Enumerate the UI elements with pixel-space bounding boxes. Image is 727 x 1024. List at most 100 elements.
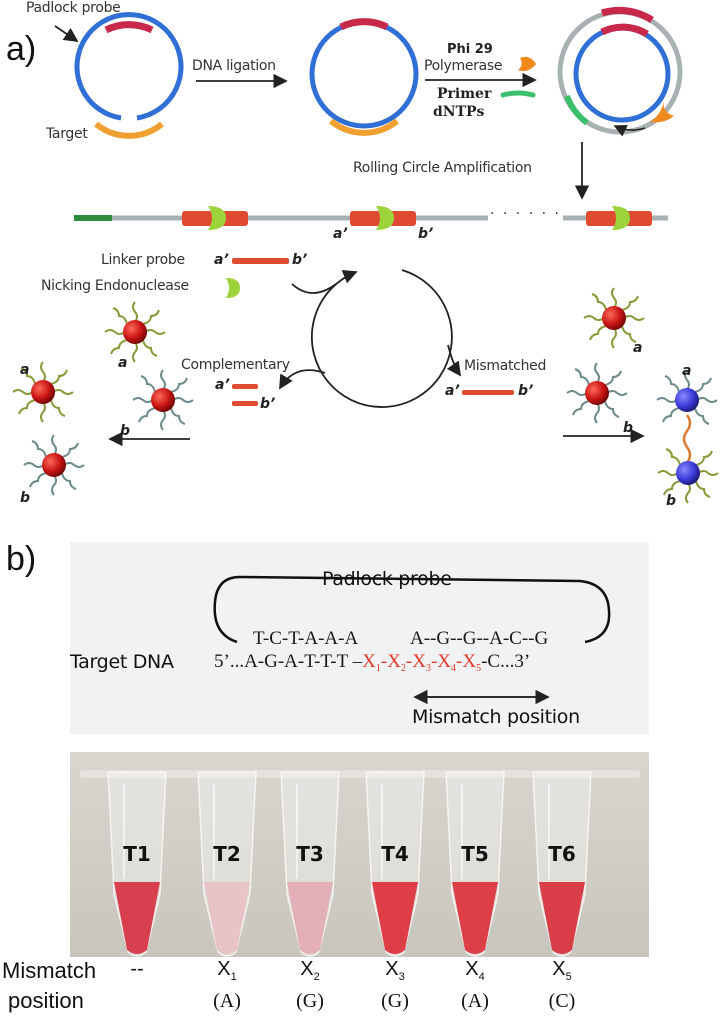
repeat-ellipsis: · · · · · · bbox=[490, 206, 561, 222]
aggregate-a-label: a bbox=[682, 363, 692, 379]
linker-b-prime-label: b’ bbox=[292, 252, 308, 268]
mismatch-position-value: X3 bbox=[385, 958, 405, 983]
cycle-diagram bbox=[279, 269, 462, 408]
mismatch-base-value: (G) bbox=[381, 990, 409, 1012]
tube-body bbox=[107, 771, 167, 957]
aggregate-b-label: b bbox=[666, 493, 677, 509]
tube-label: T6 bbox=[548, 842, 576, 866]
tube-t4: T4 bbox=[360, 764, 430, 957]
panel-b-label: b) bbox=[6, 540, 37, 578]
padlock-pointer-arrow bbox=[54, 25, 79, 43]
linker-a-prime-label: a’ bbox=[214, 252, 229, 268]
target-strand bbox=[94, 121, 164, 139]
mismatch-x2: X2 bbox=[387, 651, 406, 674]
tube-label: T4 bbox=[381, 842, 409, 866]
mismatch-x3: X3 bbox=[412, 651, 431, 674]
au-nanoparticle-a bbox=[104, 301, 166, 363]
mismatch-position-value: X4 bbox=[465, 958, 485, 983]
sequence-schematic bbox=[213, 575, 611, 705]
au-nanoparticle-b bbox=[132, 369, 194, 431]
tube-body bbox=[280, 771, 340, 957]
padlock-probe-loop bbox=[213, 575, 611, 644]
padlock-probe-label: Padlock probe bbox=[26, 0, 121, 16]
rca-circle bbox=[557, 6, 683, 137]
sequence-box bbox=[70, 542, 649, 734]
target-seq-left: 5’...A-G-A-T-T-T – bbox=[214, 651, 363, 672]
tube-liquid bbox=[539, 882, 585, 954]
mismatch-row-label-2: position bbox=[8, 988, 84, 1013]
probe-seq-left: T-C-T-A-A-A bbox=[253, 628, 359, 649]
mismatched-linker-bar bbox=[462, 390, 514, 395]
au-nanoparticle-a-right bbox=[583, 287, 645, 349]
padlock-probe-b-label: Padlock probe bbox=[322, 568, 452, 590]
tube-photo: T1 T2 T3 T4 T5 T6 bbox=[70, 752, 649, 957]
mismatch-base-value: (A) bbox=[461, 990, 489, 1012]
complementary-label: Complementary bbox=[181, 357, 290, 373]
tube-liquid bbox=[287, 882, 333, 954]
site-b-prime-label: b’ bbox=[418, 226, 434, 242]
nicking-endonuclease-icon bbox=[612, 206, 630, 230]
au-nanoparticle-b-right bbox=[566, 362, 628, 424]
mismatch-base-value: (C) bbox=[548, 990, 576, 1012]
tube-t6: T6 bbox=[527, 764, 597, 957]
fragment-b-prime bbox=[232, 401, 258, 406]
linker-probe-label: Linker probe bbox=[101, 252, 185, 268]
tube-t5: T5 bbox=[440, 764, 510, 957]
polymerase-label: Polymerase bbox=[424, 58, 503, 74]
mismatch-position-value: X5 bbox=[552, 958, 572, 983]
nicking-endonuclease-icon bbox=[208, 206, 226, 230]
frag-a-prime-label: a’ bbox=[215, 377, 230, 393]
target-sequence: 5’...A-G-A-T-T-T –X1-X2-X3-X4-X5-C...3’ bbox=[214, 651, 531, 674]
tube-t3: T3 bbox=[275, 764, 345, 957]
tube-label: T5 bbox=[461, 842, 489, 866]
ligated-padlock-probe bbox=[309, 18, 419, 136]
mismatch-position-value: X1 bbox=[217, 958, 237, 983]
mismatch-position-label: Mismatch position bbox=[412, 706, 580, 728]
mismatch-row-label-1: Mismatch bbox=[2, 958, 97, 983]
dispersed-au-a bbox=[12, 361, 74, 423]
mismatch-x5: X5 bbox=[462, 651, 482, 674]
mismatched-label: Mismatched bbox=[464, 358, 547, 374]
dna-ligation-label: DNA ligation bbox=[192, 58, 276, 74]
open-padlock-probe bbox=[74, 12, 184, 139]
mismatched-a-prime-label: a’ bbox=[445, 383, 460, 399]
padlock-probe-red-segment bbox=[104, 21, 154, 34]
site-a-prime-label: a’ bbox=[333, 226, 348, 242]
au-a-label: a bbox=[118, 355, 128, 371]
mismatch-position-value: X2 bbox=[300, 958, 320, 983]
primer-icon bbox=[500, 90, 536, 98]
tube-liquid bbox=[452, 882, 498, 954]
nicking-endonuclease-icon bbox=[376, 206, 394, 230]
mismatched-b-prime-label: b’ bbox=[518, 383, 534, 399]
fragment-a-prime bbox=[232, 384, 258, 389]
dispersed-b-label: b bbox=[20, 490, 31, 506]
tube-body bbox=[532, 771, 592, 957]
probe-seq-right: A--G--G--A-C--G bbox=[410, 628, 549, 649]
target-seq-right: -C...3’ bbox=[481, 651, 531, 672]
right-a-label: a bbox=[633, 340, 643, 356]
rca-product-strand bbox=[74, 206, 668, 230]
left-arrow-b-label: b bbox=[120, 423, 131, 439]
right-arrow-b-label: b bbox=[623, 420, 634, 436]
tube-t2: T2 bbox=[192, 764, 262, 957]
mismatch-base-value: (A) bbox=[213, 990, 241, 1012]
tube-liquid bbox=[204, 882, 250, 954]
tube-body bbox=[197, 771, 257, 957]
dispersed-au-b bbox=[23, 434, 85, 496]
aggregated-au-pair bbox=[656, 369, 719, 504]
polymerase-icon bbox=[518, 56, 536, 72]
primer-label: Primer bbox=[437, 86, 492, 102]
target-label: Target bbox=[46, 126, 88, 142]
phi29-label: Phi 29 bbox=[447, 42, 493, 57]
nicking-endonuclease-label: Nicking Endonuclease bbox=[41, 278, 189, 294]
tube-liquid bbox=[372, 882, 418, 954]
mismatch-base-value: (G) bbox=[296, 990, 324, 1012]
tube-liquid bbox=[114, 882, 160, 954]
tube-label: T2 bbox=[213, 842, 241, 866]
panel-a-label: a) bbox=[6, 30, 37, 68]
tube-body bbox=[445, 771, 505, 957]
tube-label: T1 bbox=[123, 842, 151, 866]
mismatch-x4: X4 bbox=[437, 651, 457, 674]
frag-b-prime-label: b’ bbox=[260, 396, 276, 412]
panel-a-diagram bbox=[12, 6, 719, 504]
